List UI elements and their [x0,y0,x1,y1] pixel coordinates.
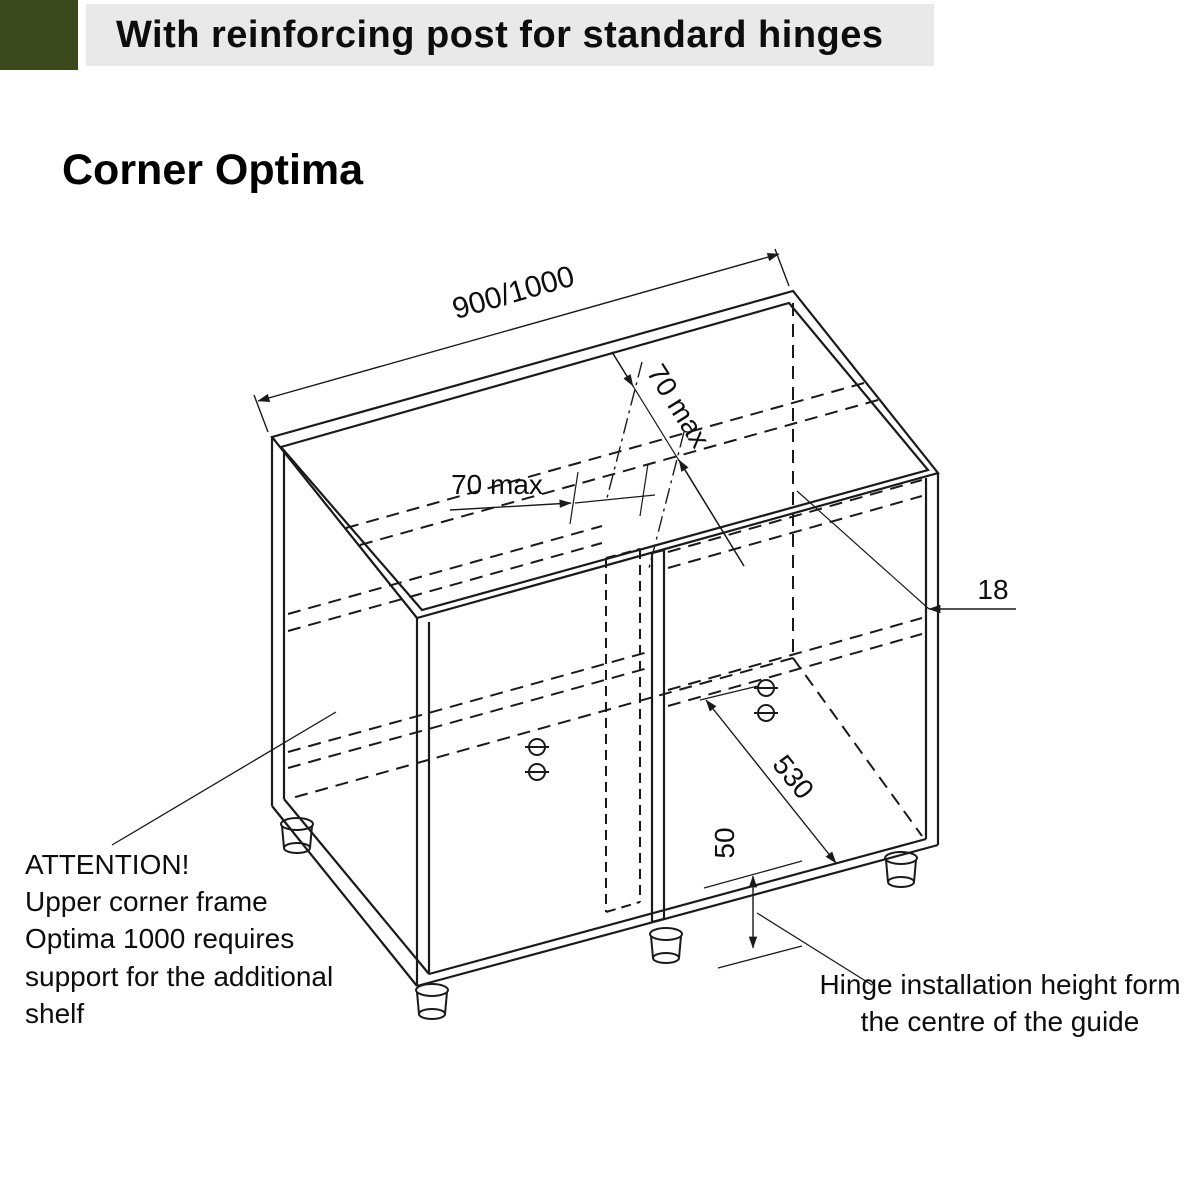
attention-note-line: Optima 1000 requires [25,923,295,955]
header: With reinforcing post for standard hinge… [0,0,1200,72]
attention-note: ATTENTION! Upper corner frame Optima 100… [25,846,345,1032]
attention-leader-line [111,711,337,846]
hinge-note-leader-line [756,912,873,986]
attention-note-line: support for the additional [25,960,334,992]
page-title: With reinforcing post for standard hinge… [116,13,884,56]
foot-front-center [415,983,449,1020]
attention-note-line: Upper corner frame [25,886,268,918]
dim-post-horizontal-label: 70 max [451,469,543,500]
header-accent-block [0,0,78,70]
diagram-title: Corner Optima [62,146,364,194]
hinge-note-line: Hinge installation height form [819,969,1181,1000]
header-banner: With reinforcing post for standard hinge… [86,4,934,66]
hinge-note-line: the centre of the guide [860,1006,1140,1038]
dim-depth-label: 530 [767,749,820,805]
attention-note-line: ATTENTION! [25,849,190,880]
dimension-lines [253,248,1016,969]
hinge-note: Hinge installation height form the centr… [815,966,1185,1040]
hinge-mark-left [524,738,550,781]
dim-post-diagonal-label: 70 max [641,359,716,453]
foot-middle-right [649,927,683,964]
post-centerlines [605,361,685,573]
dim-hinge-height-label: 50 [709,827,740,858]
cabinet-hidden-edges [287,303,923,837]
attention-note-line: shelf [25,997,85,1029]
reinforcing-post [605,548,641,913]
cabinet-solid-edges [270,289,940,988]
dim-thickness-label: 18 [977,574,1008,605]
dimension-labels: 900/1000 70 max 70 max 18 530 50 [449,260,1009,859]
leader-lines [111,711,873,986]
